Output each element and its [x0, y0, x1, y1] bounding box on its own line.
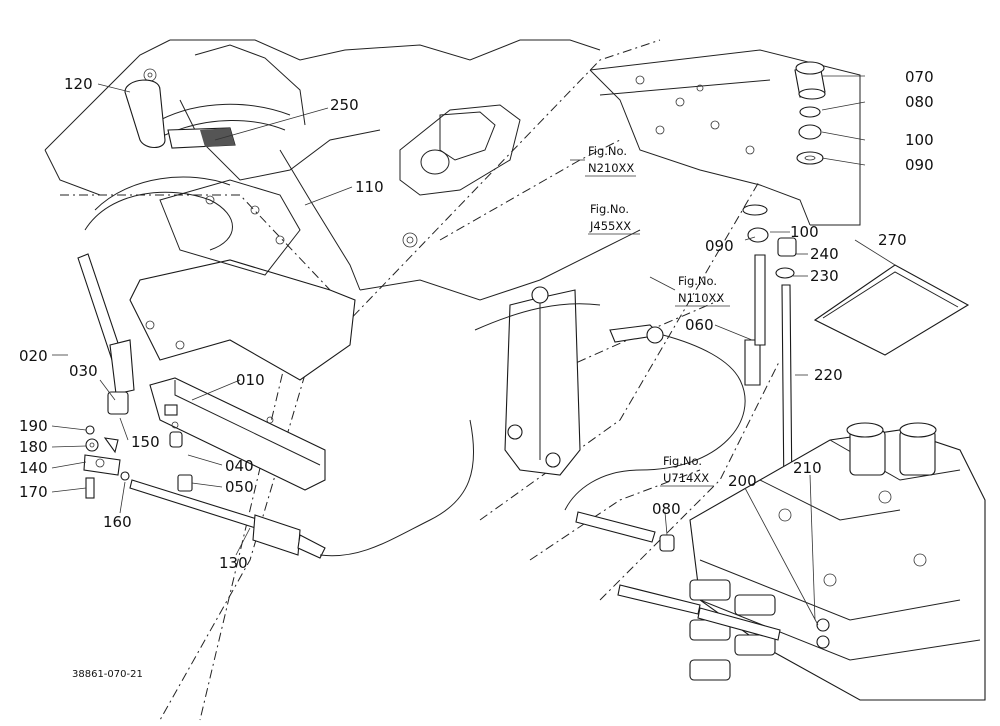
- fig-ref-code: U714XX: [663, 471, 709, 485]
- fig-ref-n110xx: Fig.No. N110XX: [675, 274, 730, 307]
- drawing-id: 38861-070-21: [72, 669, 143, 680]
- fig-ref-code: N210XX: [588, 161, 634, 175]
- washers-stack: [742, 106, 824, 243]
- control-valve-body: [689, 422, 986, 701]
- label-230: 230: [810, 267, 839, 285]
- control-cable-060: [564, 254, 766, 511]
- label-240: 240: [810, 245, 839, 263]
- fig-ref-u714xx: Fig.No. U714XX: [660, 454, 714, 487]
- figure-refs: Fig.No. N210XX Fig.No. J455XX Fig.No. N1…: [585, 144, 730, 487]
- label-210: 210: [793, 459, 822, 477]
- label-130: 130: [219, 554, 248, 572]
- valve-cables: [575, 511, 830, 649]
- label-050: 050: [225, 478, 254, 496]
- label-270: 270: [878, 231, 907, 249]
- shift-bracket-plate: [149, 377, 326, 491]
- label-150: 150: [131, 433, 160, 451]
- label-220: 220: [814, 366, 843, 384]
- manual-sheet-270: [813, 264, 970, 356]
- center-linkage-arm: [474, 286, 601, 476]
- label-090-lower: 090: [705, 237, 734, 255]
- label-030: 030: [69, 362, 98, 380]
- lever-boot-plate: [167, 127, 236, 149]
- label-080-lower: 080: [652, 500, 681, 518]
- spacer-bushings: [775, 237, 797, 279]
- lever-knob: [124, 79, 166, 149]
- shift-cable: [129, 419, 475, 559]
- label-010: 010: [236, 371, 265, 389]
- label-100-lower: 100: [790, 223, 819, 241]
- label-110: 110: [355, 178, 384, 196]
- shift-lever-rod: [77, 253, 135, 415]
- label-090-upper: 090: [905, 156, 934, 174]
- label-200: 200: [728, 472, 757, 490]
- label-040: 040: [225, 457, 254, 475]
- part-labels: 120 250 110 010 020 030 150 190 180 140 …: [19, 68, 934, 572]
- fig-ref-n210xx: Fig.No. N210XX: [585, 144, 636, 177]
- fig-ref-code: N110XX: [678, 291, 724, 305]
- label-060: 060: [685, 316, 714, 334]
- label-170: 170: [19, 483, 48, 501]
- fig-ref-title: Fig.No.: [678, 274, 717, 288]
- fig-ref-j455xx: Fig.No. J455XX: [588, 202, 640, 235]
- label-120: 120: [64, 75, 93, 93]
- label-080-upper: 080: [905, 93, 934, 111]
- label-190: 190: [19, 417, 48, 435]
- label-140: 140: [19, 459, 48, 477]
- leader-lines: [51, 75, 896, 626]
- label-250: 250: [330, 96, 359, 114]
- fig-ref-title: Fig.No.: [663, 454, 702, 468]
- lever-bracket: [129, 179, 356, 381]
- label-160: 160: [103, 513, 132, 531]
- label-020: 020: [19, 347, 48, 365]
- label-180: 180: [19, 438, 48, 456]
- fig-ref-code: J455XX: [589, 219, 631, 233]
- label-100-upper: 100: [905, 131, 934, 149]
- fig-ref-title: Fig.No.: [590, 202, 629, 216]
- label-070: 070: [905, 68, 934, 86]
- knob-070: [794, 61, 826, 100]
- fig-ref-title: Fig.No.: [588, 144, 627, 158]
